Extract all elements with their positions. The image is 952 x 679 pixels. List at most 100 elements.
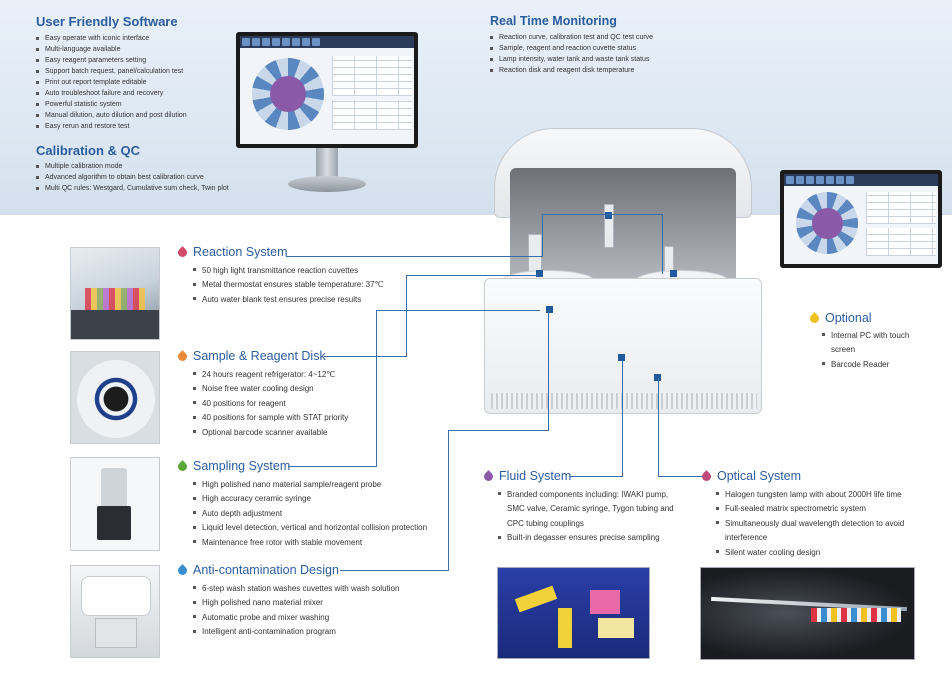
list-item: Print out report template editable [36, 77, 187, 88]
list-item: Intelligent anti-contamination program [193, 625, 399, 639]
list-item: Multi-language available [36, 44, 187, 55]
list-item: Internal PC with touch screen [822, 329, 912, 358]
list-item: Silent water cooling design [716, 546, 926, 560]
list-item: Liquid level detection, vertical and hor… [193, 521, 427, 535]
reaction-system-list: 50 high light transmittance reaction cuv… [193, 264, 384, 307]
sample-reagent-disk-photo [70, 351, 160, 444]
leaf-bullet-icon [176, 563, 189, 577]
optical-system-heading: Optical System [700, 469, 802, 483]
sampling-system-list: High polished nano material sample/reage… [193, 478, 427, 550]
optical-system-image [700, 567, 915, 660]
sampling-system-heading: Sampling System [176, 459, 291, 473]
connector-line [376, 310, 540, 311]
touch-screen-monitor-image [780, 170, 942, 270]
connector-line [622, 360, 623, 477]
list-item: Barcode Reader [822, 358, 912, 372]
connector-line [376, 310, 377, 467]
sample-reagent-disk-list: 24 hours reagent refrigerator: 4~12℃ Noi… [193, 368, 348, 440]
connector-line [286, 256, 542, 257]
connector-line [448, 430, 449, 571]
leaf-bullet-icon [176, 459, 189, 473]
fluid-system-heading: Fluid System [482, 469, 572, 483]
calibration-section: Calibration & QC Multiple calibration mo… [36, 143, 229, 194]
connector-line [406, 275, 538, 276]
connector-line [406, 275, 407, 357]
list-item: Automatic probe and mixer washing [193, 611, 399, 625]
list-item: Easy operate with iconic interface [36, 33, 187, 44]
reaction-system-title: Reaction System [193, 245, 288, 259]
list-item: Easy rerun and restore test [36, 121, 187, 132]
optional-title: Optional [825, 311, 872, 325]
reaction-system-heading: Reaction System [176, 245, 288, 259]
calibration-list: Multiple calibration mode Advanced algor… [36, 161, 229, 194]
list-item: 40 positions for sample with STAT priori… [193, 411, 348, 425]
sample-reagent-disk-title: Sample & Reagent Disk [193, 349, 326, 363]
list-item: Auto troubleshoot failure and recovery [36, 88, 187, 99]
connector-line [542, 214, 662, 215]
list-item: High polished nano material sample/reage… [193, 478, 427, 492]
software-list: Easy operate with iconic interface Multi… [36, 33, 187, 132]
connector-line [548, 310, 549, 431]
list-item: Maintenance free rotor with stable movem… [193, 536, 427, 550]
anti-contamination-photo [70, 565, 160, 658]
list-item: Powerful statistic system [36, 99, 187, 110]
leaf-bullet-icon [482, 469, 495, 483]
list-item: Noise free water cooling design [193, 382, 348, 396]
list-item: Auto depth adjustment [193, 507, 427, 521]
list-item: Branded components including: IWAKI pump… [498, 488, 688, 531]
software-title: User Friendly Software [36, 14, 178, 29]
list-item: Metal thermostat ensures stable temperat… [193, 278, 384, 292]
leaf-bullet-icon [176, 245, 189, 259]
fluid-system-title: Fluid System [499, 469, 572, 483]
list-item: Reaction disk and reagent disk temperatu… [490, 65, 653, 76]
software-section: User Friendly Software Easy operate with… [36, 14, 187, 132]
connector-line [448, 430, 548, 431]
list-item: Built-in degasser ensures precise sampli… [498, 531, 688, 545]
anti-contamination-title: Anti-contamination Design [193, 563, 339, 577]
list-item: Halogen tungsten lamp with about 2000H l… [716, 488, 926, 502]
optical-system-list: Halogen tungsten lamp with about 2000H l… [716, 488, 926, 560]
software-monitor-image [236, 32, 418, 210]
list-item: Lamp intensity, water tank and waste tan… [490, 54, 653, 65]
connector-line [324, 356, 406, 357]
calibration-title: Calibration & QC [36, 143, 141, 158]
connector-line [542, 214, 543, 257]
list-item: Advanced algorithm to obtain best calibr… [36, 172, 229, 183]
list-item: Auto water blank test ensures precise re… [193, 293, 384, 307]
list-item: Multiple calibration mode [36, 161, 229, 172]
chemistry-analyzer-image [484, 128, 762, 416]
leaf-bullet-icon [700, 469, 713, 483]
anti-contamination-heading: Anti-contamination Design [176, 563, 339, 577]
fluid-system-list: Branded components including: IWAKI pump… [498, 488, 688, 546]
list-item: Full-sealed matrix spectrometric system [716, 502, 926, 516]
list-item: Simultaneously dual wavelength detection… [716, 517, 926, 546]
list-item: 24 hours reagent refrigerator: 4~12℃ [193, 368, 348, 382]
list-item: Reaction curve, calibration test and QC … [490, 32, 653, 43]
list-item: 40 positions for reagent [193, 397, 348, 411]
list-item: High polished nano material mixer [193, 596, 399, 610]
realtime-list: Reaction curve, calibration test and QC … [490, 32, 653, 76]
fluid-system-diagram-image [497, 567, 650, 659]
list-item: 50 high light transmittance reaction cuv… [193, 264, 384, 278]
sampling-system-title: Sampling System [193, 459, 291, 473]
list-item: Manual dilution, auto dilution and post … [36, 110, 187, 121]
list-item: Easy reagent parameters setting [36, 55, 187, 66]
connector-line [288, 466, 376, 467]
list-item: High accuracy ceramic syringe [193, 492, 427, 506]
optional-list: Internal PC with touch screen Barcode Re… [822, 329, 912, 372]
realtime-section: Real Time Monitoring Reaction curve, cal… [490, 14, 653, 76]
connector-line [658, 378, 659, 477]
anti-contamination-list: 6-step wash station washes cuvettes with… [193, 582, 399, 640]
optical-system-title: Optical System [717, 469, 802, 483]
reaction-system-photo [70, 247, 160, 340]
list-item: 6-step wash station washes cuvettes with… [193, 582, 399, 596]
leaf-bullet-icon [176, 349, 189, 363]
connector-line [570, 476, 622, 477]
sampling-system-photo [70, 457, 160, 551]
connector-line [340, 570, 448, 571]
list-item: Optional barcode scanner available [193, 426, 348, 440]
sample-reagent-disk-heading: Sample & Reagent Disk [176, 349, 326, 363]
list-item: Multi QC rules: Westgard, Cumulative sum… [36, 183, 229, 194]
optional-heading: Optional [808, 311, 872, 325]
realtime-title: Real Time Monitoring [490, 14, 617, 28]
